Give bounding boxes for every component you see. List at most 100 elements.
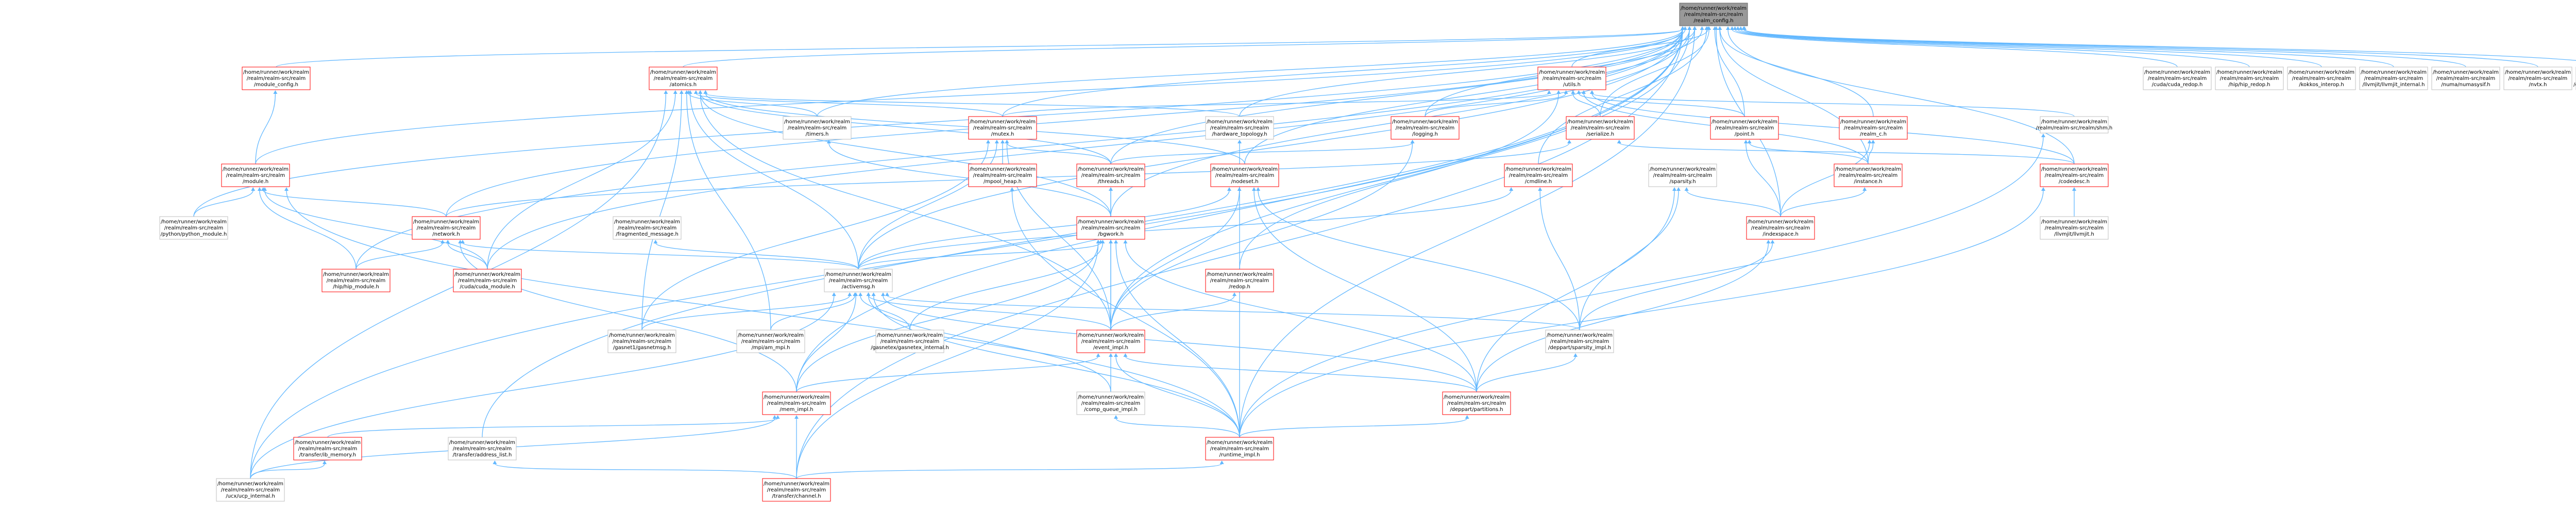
graph-node-activemsg[interactable]: /home/runner/work/realm/realm/realm-src/… — [824, 269, 892, 292]
node-label-line: /home/runner/work/realm — [1505, 167, 1571, 172]
graph-node-threads[interactable]: /home/runner/work/realm/realm/realm-src/… — [1077, 164, 1145, 187]
dependency-edge — [796, 464, 1222, 479]
graph-node-gasnetex-internal[interactable]: /home/runner/work/realm/realm/realm-src/… — [871, 330, 949, 353]
graph-node-llvmjit-internal[interactable]: /home/runner/work/realm/realm/realm-src/… — [2360, 67, 2428, 90]
node-label-line: /home/runner/work/realm — [970, 119, 1036, 125]
graph-node-realm-c[interactable]: /home/runner/work/realm/realm/realm-src/… — [1839, 117, 1907, 139]
node-label-line: /home/runner/work/realm — [970, 167, 1036, 172]
edge-arrowhead — [1567, 140, 1571, 143]
edge-arrowhead — [986, 140, 990, 143]
edge-arrowhead — [1617, 140, 1621, 143]
graph-node-utils[interactable]: /home/runner/work/realm/realm/realm-src/… — [1538, 67, 1606, 90]
graph-node-am-mpi[interactable]: /home/runner/work/realm/realm/realm-src/… — [737, 330, 805, 353]
edge-arrowhead — [1109, 240, 1113, 243]
graph-node-mem-impl[interactable]: /home/runner/work/realm/realm/realm-src/… — [762, 392, 831, 415]
node-label-line: /redop.h — [1229, 284, 1250, 290]
graph-node-root[interactable]: /home/runner/work/realm/realm/realm-src/… — [1680, 3, 1748, 26]
node-label-line: /home/runner/work/realm — [449, 440, 515, 446]
graph-node-mpool-heap[interactable]: /home/runner/work/realm/realm/realm-src/… — [969, 164, 1037, 187]
graph-node-mutex[interactable]: /home/runner/work/realm/realm/realm-src/… — [969, 117, 1037, 139]
node-label-line: /realm/realm-src/realm — [458, 278, 517, 284]
node-label-line: /home/runner/work/realm — [1078, 333, 1144, 338]
graph-node-comp-queue-impl[interactable]: /home/runner/work/realm/realm/realm-src/… — [1077, 392, 1145, 415]
node-label-line: /realm/realm-src/realm — [1839, 173, 1897, 178]
dependency-edge — [910, 243, 1103, 330]
graph-node-logging[interactable]: /home/runner/work/realm/realm/realm-src/… — [1391, 117, 1459, 139]
graph-node-partitions[interactable]: /home/runner/work/realm/realm/realm-src/… — [1443, 392, 1511, 415]
node-label-line: /home/runner/work/realm — [1539, 70, 1605, 75]
graph-node-sparsity-impl[interactable]: /home/runner/work/realm/realm/realm-src/… — [1546, 330, 1614, 353]
graph-node-hip-redop[interactable]: /home/runner/work/realm/realm/realm-src/… — [2215, 67, 2283, 90]
graph-node-instance[interactable]: /home/runner/work/realm/realm/realm-src/… — [1834, 164, 1902, 187]
node-label-line: /cuda/cuda_redop.h — [2152, 82, 2203, 88]
dependency-edge — [1240, 418, 1467, 437]
node-label-line: /home/runner/work/realm — [764, 394, 829, 400]
node-label-line: /atomics.h — [670, 82, 697, 88]
graph-node-ib-memory[interactable]: /home/runner/work/realm/realm/realm-src/… — [294, 437, 362, 460]
node-label-line: /hip/hip_redop.h — [2228, 82, 2270, 88]
graph-node-sparsity[interactable]: /home/runner/work/realm/realm/realm-src/… — [1649, 164, 1717, 187]
graph-node-cuda-redop[interactable]: /home/runner/work/realm/realm/realm-src/… — [2143, 67, 2211, 90]
node-label-line: /cmdline.h — [1525, 179, 1552, 185]
node-label-line: /home/runner/work/realm — [454, 272, 520, 277]
graph-node-numasysif[interactable]: /home/runner/work/realm/realm/realm-src/… — [2432, 67, 2500, 90]
graph-node-module-config[interactable]: /home/runner/work/realm/realm/realm-src/… — [242, 67, 310, 90]
node-label-line: /realm/realm-src/realm — [2292, 76, 2351, 81]
node-label-line: /realm/realm-src/realm — [226, 173, 285, 178]
graph-node-runtime-impl[interactable]: /home/runner/work/realm/realm/realm-src/… — [1206, 437, 1274, 460]
node-label-line: /indexspace.h — [1762, 232, 1799, 237]
node-label-line: /numa/numasysif.h — [2441, 82, 2490, 88]
graph-node-address-list[interactable]: /home/runner/work/realm/realm/realm-src/… — [448, 437, 516, 460]
graph-node-hip-module[interactable]: /home/runner/work/realm/realm/realm-src/… — [322, 269, 390, 292]
node-label-line: /realm/realm-src/realm — [1210, 125, 1269, 131]
graph-node-llvmjit[interactable]: /home/runner/work/realm/realm/realm-src/… — [2040, 217, 2108, 239]
dependency-edge — [1245, 29, 1695, 164]
graph-node-serialize[interactable]: /home/runner/work/realm/realm/realm-src/… — [1566, 117, 1634, 139]
dependency-edge — [860, 295, 910, 330]
dependency-edge — [696, 93, 1003, 117]
dependency-edge — [1125, 356, 1477, 392]
node-label-line: /realm/realm-src/realm — [741, 339, 800, 344]
graph-node-openmp-internal[interactable]: /home/runner/work/realm/realm/realm-src/… — [2573, 67, 2576, 90]
node-label-line: /home/runner/work/realm — [1681, 6, 1747, 11]
graph-node-python-module[interactable]: /home/runner/work/realm/realm/realm-src/… — [160, 217, 228, 239]
graph-node-atomics[interactable]: /home/runner/work/realm/realm/realm-src/… — [649, 67, 717, 90]
edge-arrowhead — [995, 140, 999, 143]
graph-node-module[interactable]: /home/runner/work/realm/realm/realm-src/… — [222, 164, 290, 187]
graph-node-cmdline[interactable]: /home/runner/work/realm/realm/realm-src/… — [1504, 164, 1572, 187]
graph-node-indexspace[interactable]: /home/runner/work/realm/realm/realm-src/… — [1747, 217, 1815, 239]
edge-arrowhead — [284, 187, 289, 191]
node-label-line: /home/runner/work/realm — [223, 167, 289, 172]
graph-node-event-impl[interactable]: /home/runner/work/realm/realm/realm-src/… — [1077, 330, 1145, 353]
node-label-line: /home/runner/work/realm — [1547, 333, 1613, 338]
dependency-edge — [655, 243, 858, 269]
node-label-line: /home/runner/work/realm — [1078, 394, 1144, 400]
graph-node-channel[interactable]: /home/runner/work/realm/realm/realm-src/… — [762, 479, 831, 501]
graph-node-network[interactable]: /home/runner/work/realm/realm/realm-src/… — [412, 217, 480, 239]
graph-node-timers[interactable]: /home/runner/work/realm/realm/realm-src/… — [783, 117, 851, 139]
node-label-line: /home/runner/work/realm — [1212, 167, 1278, 172]
graph-node-point[interactable]: /home/runner/work/realm/realm/realm-src/… — [1710, 117, 1778, 139]
graph-node-nodeset[interactable]: /home/runner/work/realm/realm/realm-src/… — [1211, 164, 1279, 187]
dependency-edge — [1687, 190, 1781, 217]
graph-node-kokkos-interop[interactable]: /home/runner/work/realm/realm/realm-src/… — [2287, 67, 2355, 90]
graph-node-codedesc[interactable]: /home/runner/work/realm/realm/realm-src/… — [2040, 164, 2108, 187]
graph-node-bgwork[interactable]: /home/runner/work/realm/realm/realm-src/… — [1077, 217, 1145, 239]
node-label-line: /home/runner/work/realm — [1078, 167, 1144, 172]
graph-node-nvtx[interactable]: /home/runner/work/realm/realm/realm-src/… — [2504, 67, 2572, 90]
node-label-line: /home/runner/work/realm — [825, 272, 891, 277]
graph-node-ucp-internal[interactable]: /home/runner/work/realm/realm/realm-src/… — [216, 479, 284, 501]
graph-node-hardware-topology[interactable]: /home/runner/work/realm/realm/realm-src/… — [1206, 117, 1274, 139]
edge-arrowhead — [323, 460, 327, 464]
graph-node-gasnet1[interactable]: /home/runner/work/realm/realm/realm-src/… — [608, 330, 676, 353]
dependency-edge — [1580, 243, 1772, 330]
edges-layer — [194, 26, 2576, 479]
node-label-line: /realm_config.h — [1693, 18, 1733, 24]
dependency-edge — [796, 295, 856, 392]
graph-node-shm[interactable]: /home/runner/work/realm/realm/realm-src/… — [2036, 117, 2113, 133]
graph-node-redop[interactable]: /home/runner/work/realm/realm/realm-src/… — [1206, 269, 1274, 292]
dependency-edge — [796, 243, 1098, 392]
graph-node-fragmented-message[interactable]: /home/runner/work/realm/realm/realm-src/… — [613, 217, 681, 239]
graph-node-cuda-module[interactable]: /home/runner/work/realm/realm/realm-src/… — [453, 269, 521, 292]
node-label-line: /realm/realm-src/realm — [1684, 12, 1743, 18]
